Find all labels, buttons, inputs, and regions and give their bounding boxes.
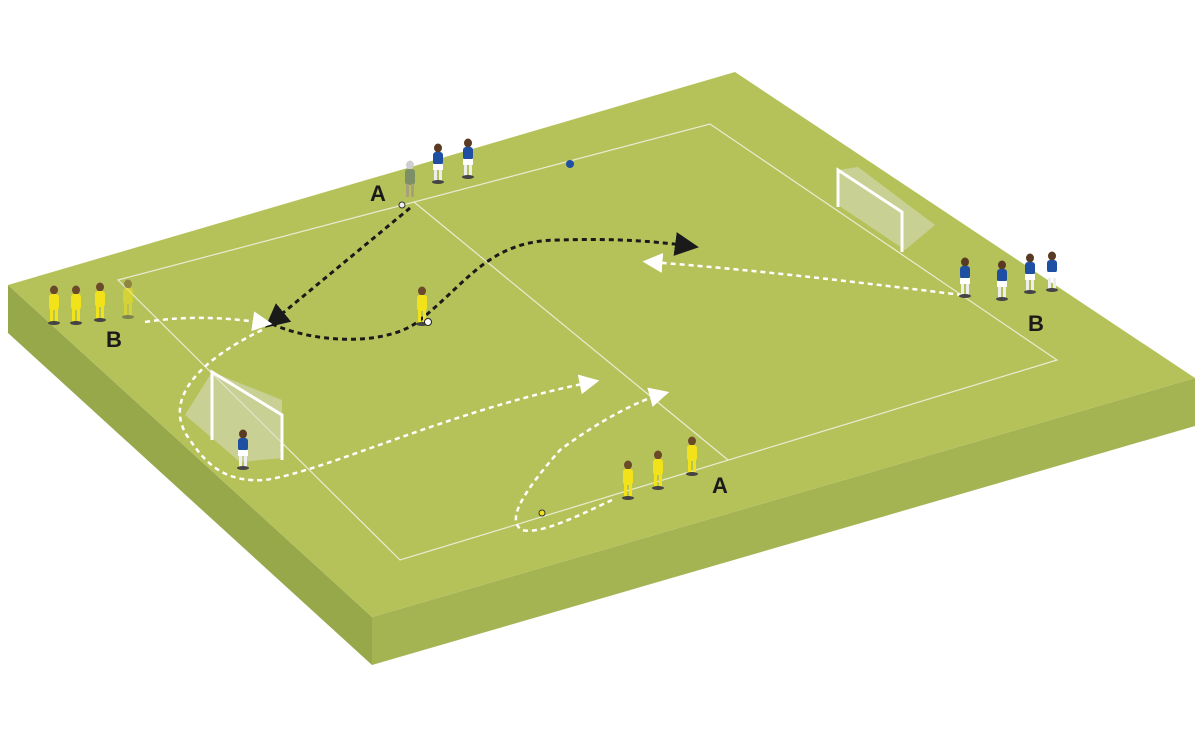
ball-icon xyxy=(538,509,546,517)
left-goal-icon xyxy=(185,369,284,462)
run-arrow-left-b xyxy=(144,311,273,332)
right-goal-icon xyxy=(836,167,935,252)
label-right-b: B xyxy=(1028,311,1044,336)
field-boundary-lines xyxy=(116,123,1059,561)
label-left-b: B xyxy=(106,327,122,352)
label-bottom-a: A xyxy=(712,473,728,498)
player-coach-icon xyxy=(398,160,415,209)
run-arrow-bottom-a xyxy=(514,387,670,533)
pass-arrow-2 xyxy=(271,232,699,341)
label-top-a: A xyxy=(370,181,386,206)
run-arrow-right-b xyxy=(642,252,963,297)
pass-arrow-1 xyxy=(265,206,411,328)
pitch-surface xyxy=(8,72,1195,617)
cone-icon xyxy=(566,160,574,168)
ball-icon xyxy=(424,318,432,326)
pitch-side-left xyxy=(8,285,372,665)
halfway-line xyxy=(413,201,729,461)
pitch-side-front xyxy=(372,378,1195,665)
run-arrow-keeper xyxy=(178,328,600,482)
